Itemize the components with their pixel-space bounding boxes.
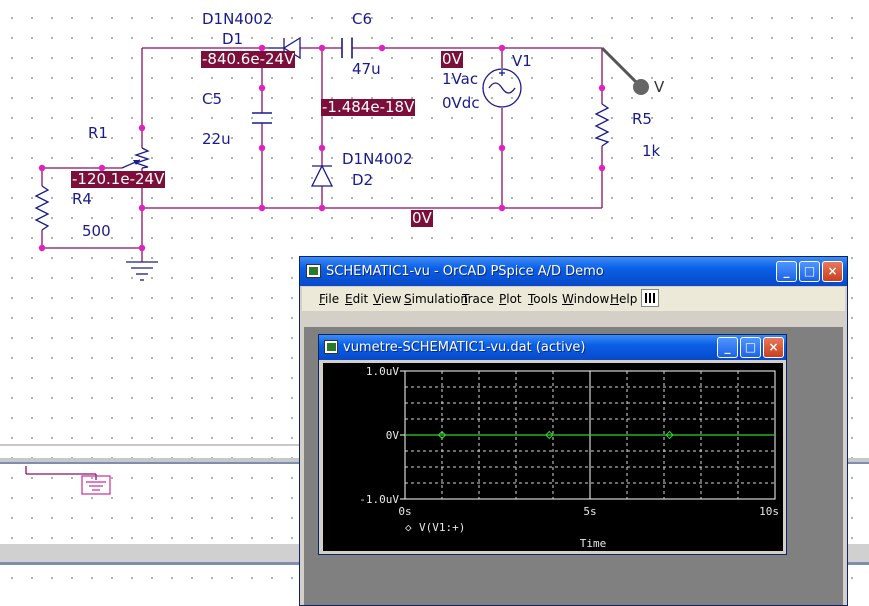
x-tick-label: 10s (759, 505, 779, 518)
series-marker (545, 430, 554, 440)
menu-file[interactable]: File (319, 292, 340, 306)
voltage-d1-anode[interactable]: -840.6e-24V (201, 50, 296, 68)
x-tick-label: 5s (583, 505, 596, 518)
d2-ref-label: D2 (352, 171, 374, 189)
r4-ref-label: R4 (72, 190, 92, 208)
probe-window-icon[interactable] (324, 340, 338, 354)
series-marker (437, 430, 447, 440)
probe-v-label: V (654, 78, 665, 96)
menu-toolbar-icon[interactable] (641, 289, 659, 307)
probe-window-title: vumetre-SCHEMATIC1-vu.dat (active) (343, 340, 586, 355)
r1-ref-label: R1 (88, 124, 108, 142)
y-tick-label: 1.0uV (366, 365, 399, 378)
x-tick-label: 0s (398, 505, 411, 518)
r4-resistor-symbol (34, 185, 50, 231)
d2-diode-symbol (310, 164, 334, 187)
voltage-r1-wiper[interactable]: -120.1e-24V (71, 170, 166, 188)
x-axis-label: Time (580, 537, 607, 550)
v1-ref-label: V1 (512, 52, 532, 70)
voltage-probe-marker (633, 79, 649, 95)
maximize-button[interactable]: □ (799, 261, 820, 282)
pspice-app-icon[interactable] (306, 264, 321, 278)
v1-dc-label: 0Vdc (442, 94, 480, 112)
voltage-d2-cathode[interactable]: -1.484e-18V (321, 98, 416, 116)
pspice-window-title: SCHEMATIC1-vu - OrCAD PSpice A/D Demo (326, 264, 604, 279)
menu-bar: File Edit View Simulation Trace Plot Too… (302, 287, 845, 311)
y-tick-label: -1.0uV (359, 493, 399, 506)
c5-value-label: 22u (202, 130, 231, 148)
menu-simulation[interactable]: Simulation (404, 292, 468, 306)
voltage-v1-top[interactable]: 0V (441, 50, 463, 68)
c6-value-label: 47u (352, 60, 381, 78)
probe-minimize-button[interactable]: _ (717, 337, 738, 358)
r1-resistor-symbol (133, 147, 151, 169)
d1-model-label: D1N4002 (202, 10, 273, 28)
ground-symbol (126, 261, 158, 281)
r4-value-label: 500 (82, 222, 111, 240)
menu-view[interactable]: View (373, 292, 402, 306)
probe-close-button[interactable]: × (763, 337, 784, 358)
r5-value-label: 1k (642, 142, 661, 160)
menu-tools[interactable]: Tools (528, 292, 558, 306)
series-marker (665, 430, 674, 440)
legend-marker-icon: ◇ (405, 521, 412, 534)
d2-model-label: D1N4002 (342, 150, 413, 168)
menu-edit[interactable]: Edit (345, 292, 369, 306)
legend-series-name[interactable]: V(V1:+) (419, 521, 465, 534)
menu-plot[interactable]: Plot (499, 292, 522, 306)
probe-maximize-button[interactable]: □ (740, 337, 761, 358)
v1-ac-label: 1Vac (442, 70, 479, 88)
menu-help[interactable]: Help (610, 292, 638, 306)
close-button[interactable]: × (822, 261, 843, 282)
pspice-title-bar[interactable]: SCHEMATIC1-vu - OrCAD PSpice A/D Demo _ … (300, 257, 847, 286)
ground-symbol-fragment (81, 475, 111, 495)
probe-title-bar[interactable]: vumetre-SCHEMATIC1-vu.dat (active) _ □ × (319, 335, 786, 360)
r5-ref-label: R5 (632, 110, 652, 128)
d1-ref-label: D1 (222, 30, 244, 48)
menu-trace[interactable]: Trace (462, 292, 494, 306)
r5-resistor-symbol (594, 103, 610, 147)
v1-source-symbol (482, 68, 522, 108)
c6-capacitor-symbol (341, 38, 353, 58)
minimize-button[interactable]: _ (776, 261, 797, 282)
voltage-ground-rail[interactable]: 0V (411, 209, 433, 227)
c6-ref-label: C6 (352, 10, 373, 28)
c5-ref-label: C5 (202, 90, 223, 108)
menu-window[interactable]: Window (562, 292, 610, 306)
c5-capacitor-symbol (252, 112, 272, 124)
probe-window[interactable]: vumetre-SCHEMATIC1-vu.dat (active) _ □ ×… (318, 334, 787, 555)
y-tick-label: 0V (386, 429, 400, 442)
